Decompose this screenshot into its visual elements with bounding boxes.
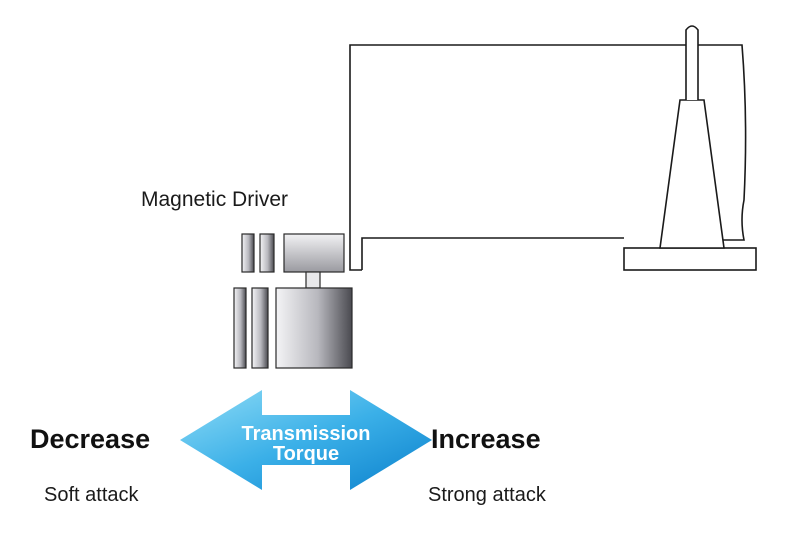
- driver-plate-large-2: [251, 287, 269, 369]
- tool-rod: [685, 25, 699, 100]
- driver-plate-large-1: [233, 287, 247, 369]
- spindle-housing: [659, 99, 725, 249]
- torque-label-line2: Torque: [272, 443, 340, 465]
- base-plate: [623, 247, 757, 271]
- increase-label: Increase: [431, 424, 541, 454]
- driver-main-block: [275, 287, 353, 369]
- torque-double-arrow: [180, 390, 432, 490]
- machine-frame: [349, 44, 747, 271]
- driver-plate-small-1: [241, 233, 255, 273]
- driver-plate-small-2: [259, 233, 275, 273]
- strong-attack-label: Strong attack: [428, 484, 546, 506]
- driver-shaft: [305, 271, 321, 289]
- soft-attack-label: Soft attack: [44, 484, 139, 506]
- decrease-label: Decrease: [30, 424, 151, 454]
- magnetic-driver-label: Magnetic Driver: [141, 188, 289, 211]
- driver-head-block: [283, 233, 345, 273]
- torque-label-line1: Transmission: [241, 423, 371, 445]
